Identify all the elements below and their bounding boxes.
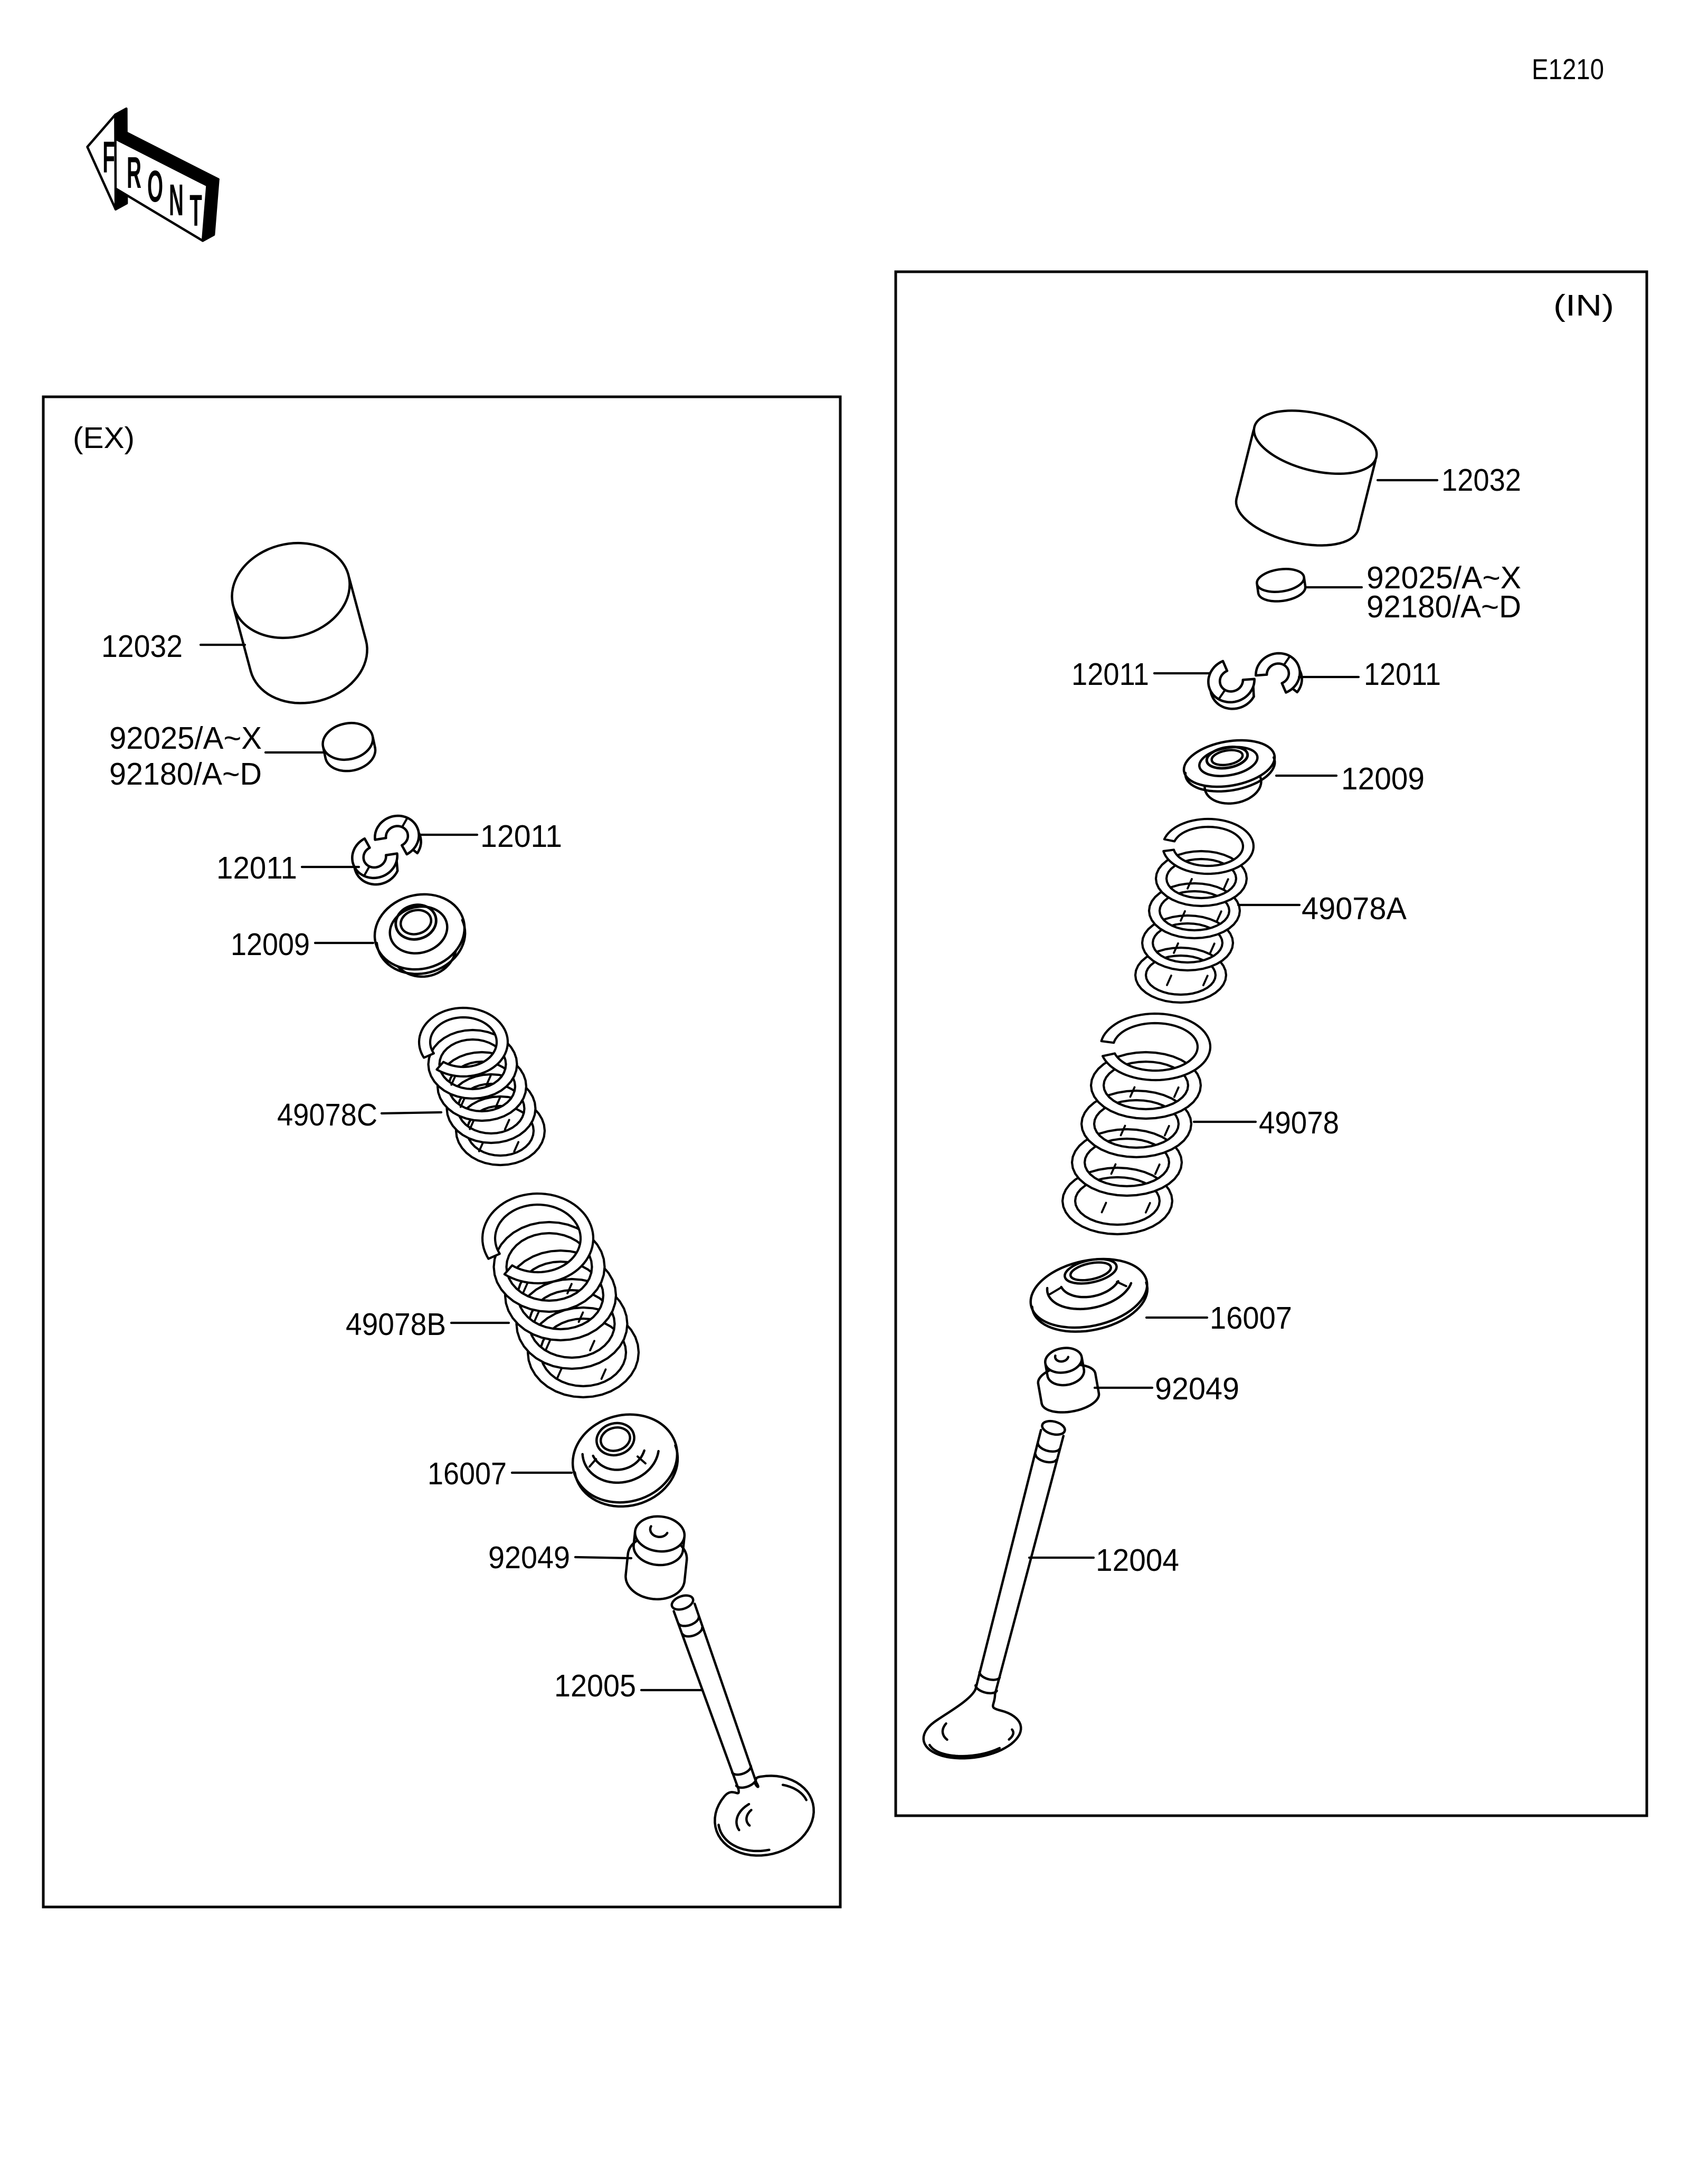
svg-text:92025/A~X: 92025/A~X <box>1367 560 1521 595</box>
svg-text:92049: 92049 <box>1155 1371 1239 1406</box>
svg-text:E1210: E1210 <box>1532 53 1604 85</box>
svg-text:(IN): (IN) <box>1553 289 1614 322</box>
svg-text:12032: 12032 <box>101 629 183 664</box>
svg-text:92049: 92049 <box>488 1540 570 1575</box>
svg-text:49078A: 49078A <box>1302 891 1407 926</box>
svg-text:16007: 16007 <box>1210 1301 1292 1336</box>
svg-text:12011: 12011 <box>216 851 297 885</box>
svg-text:12005: 12005 <box>554 1668 636 1703</box>
svg-text:12009: 12009 <box>1341 761 1425 796</box>
svg-text:12004: 12004 <box>1096 1543 1179 1578</box>
svg-text:12009: 12009 <box>231 927 310 962</box>
svg-text:12011: 12011 <box>1071 657 1149 692</box>
svg-text:O: O <box>147 161 163 211</box>
svg-text:12011: 12011 <box>480 819 562 854</box>
svg-text:(EX): (EX) <box>73 421 135 455</box>
svg-text:R: R <box>127 148 141 197</box>
svg-text:16007: 16007 <box>428 1456 507 1491</box>
svg-text:T: T <box>189 186 202 235</box>
svg-text:12032: 12032 <box>1441 463 1521 498</box>
svg-text:49078C: 49078C <box>277 1098 377 1132</box>
svg-text:92180/A~D: 92180/A~D <box>109 757 262 791</box>
svg-text:92180/A~D: 92180/A~D <box>1367 589 1521 624</box>
svg-text:49078: 49078 <box>1259 1105 1339 1140</box>
svg-text:F: F <box>102 132 115 182</box>
svg-text:12011: 12011 <box>1364 657 1441 692</box>
svg-text:92025/A~X: 92025/A~X <box>109 721 262 756</box>
svg-text:49078B: 49078B <box>346 1307 446 1342</box>
svg-text:N: N <box>169 175 184 225</box>
